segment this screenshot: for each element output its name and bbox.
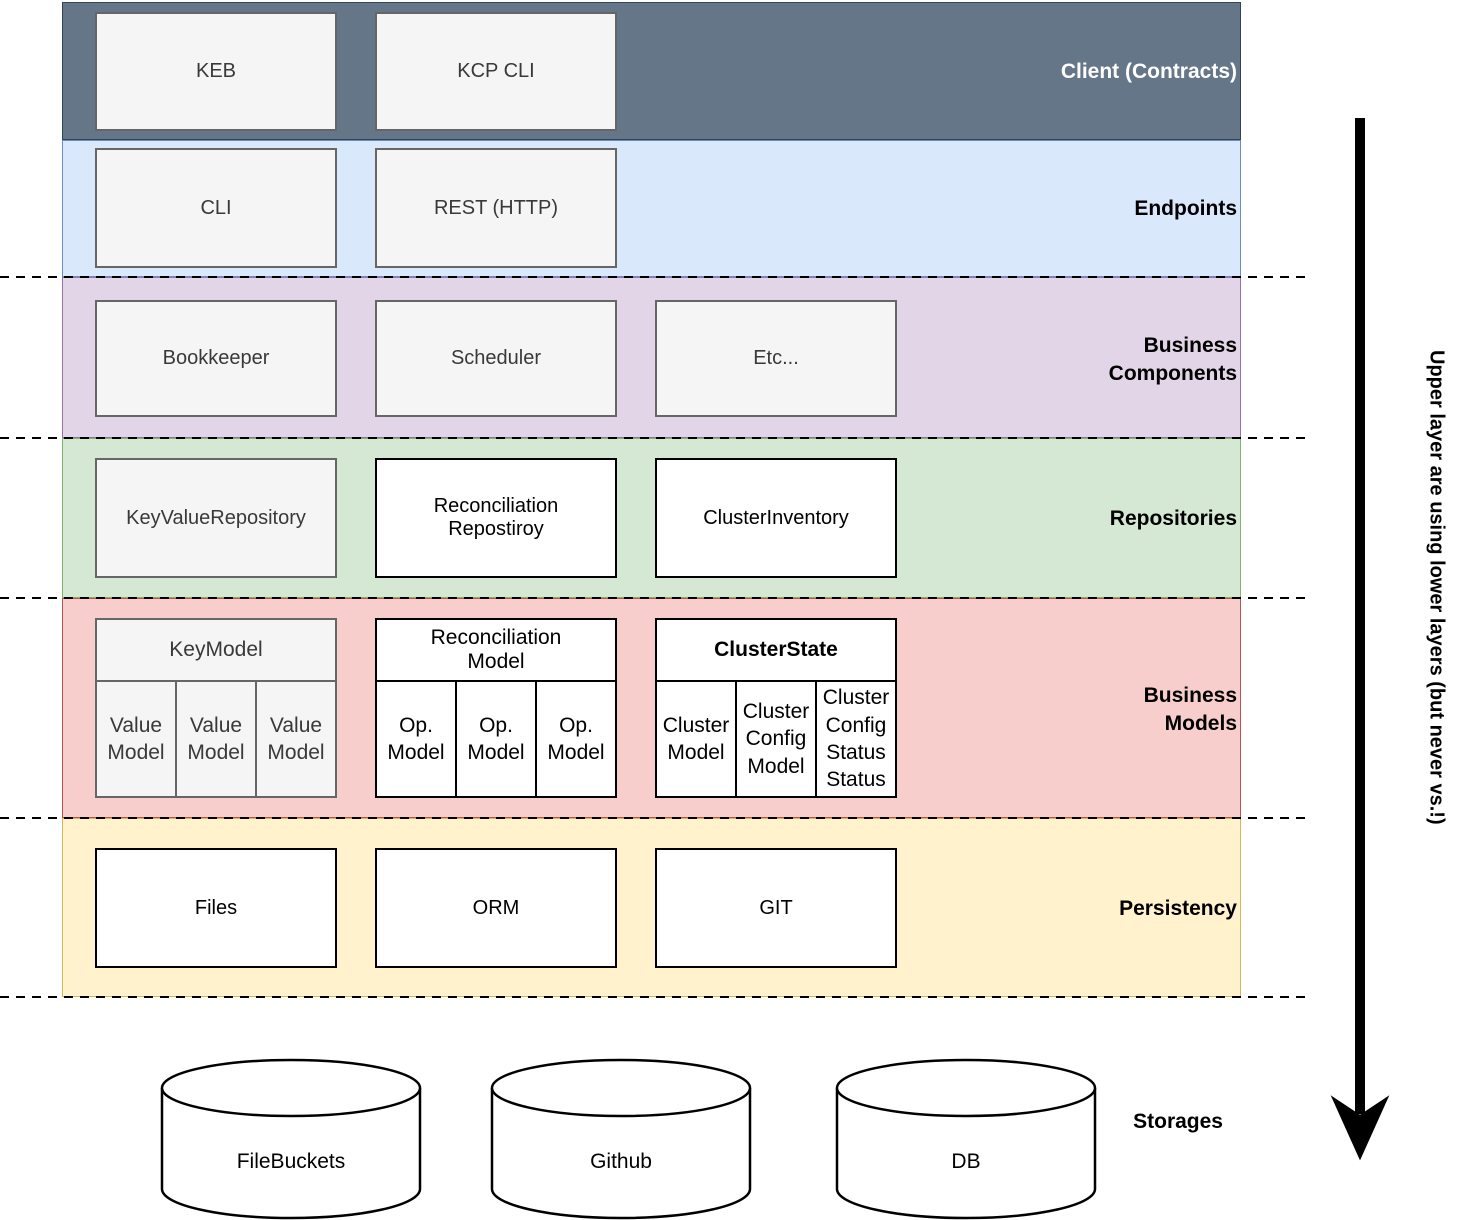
github-label: Github [590,1150,652,1173]
box-scheduler-label: Scheduler [450,347,542,369]
box-git: GIT [655,848,897,968]
table-reconciliation-model: Reconciliation Model Op. Model Op. Model… [375,618,617,798]
box-etc-label: Etc... [753,347,799,369]
cell-value-model: Value Model [107,713,165,764]
table-clusterstate-header: ClusterState [657,620,895,682]
box-keb: KEB [95,12,337,131]
box-clusterinventory-label: ClusterInventory [703,506,849,529]
cell-cluster-config-model: Cluster Config Model [735,682,815,796]
database-cylinder-icon [490,1058,752,1220]
box-reconciliation-repository: Reconciliation Repostiroy [375,458,617,578]
filebuckets-cylinder: FileBuckets [160,1058,422,1220]
cell-cluster-model: Cluster Model [662,713,730,764]
box-bookkeeper: Bookkeeper [95,300,337,417]
label-business-components: Business Components [1108,334,1237,385]
dashed-separator [0,996,1305,998]
downward-flow-arrow-icon [1330,118,1390,1161]
dashed-separator [0,276,1305,278]
box-reconciliation-repository-label: Reconciliation Repostiroy [433,495,559,540]
cell-op-model: Op. Model [455,682,535,796]
box-kcp-cli-label: KCP CLI [457,60,535,82]
cell-value-model: Value Model [255,682,335,796]
box-keb-label: KEB [195,60,237,82]
label-repositories: Repositories [1109,507,1237,530]
box-files: Files [95,848,337,968]
label-client-contracts: Client (Contracts) [1060,60,1237,83]
label-storages: Storages [1133,1110,1223,1133]
cell-cluster-config-status-status: Cluster Config Status Status [815,682,895,796]
dashed-separator [0,597,1305,599]
dashed-separator [0,817,1305,819]
table-keymodel: KeyModel Value Model Value Model Value M… [95,618,337,798]
box-rest-http: REST (HTTP) [375,148,617,268]
cell-op-model: Op. Model [535,682,615,796]
dashed-separator [0,437,1305,439]
cell-op-model: Op. Model [387,713,445,764]
db-cylinder: DB [835,1058,1097,1220]
cell-value-model: Value Model [175,682,255,796]
table-keymodel-header: KeyModel [97,620,335,682]
database-cylinder-icon [835,1058,1097,1220]
box-kcp-cli: KCP CLI [375,12,617,131]
box-cli: CLI [95,148,337,268]
table-clusterstate: ClusterState Cluster Model Cluster Confi… [655,618,897,798]
filebuckets-label: FileBuckets [236,1150,346,1173]
box-keyvaluerepository-label: KeyValueRepository [126,506,306,529]
box-keyvaluerepository: KeyValueRepository [95,458,337,578]
box-files-label: Files [194,896,238,919]
box-orm-label: ORM [472,896,520,919]
db-label: DB [951,1150,981,1173]
github-cylinder: Github [490,1058,752,1220]
label-business-models: Business Models [1143,684,1237,735]
label-persistency: Persistency [1119,897,1237,920]
table-reconciliation-model-header: Reconciliation Model [377,620,615,682]
database-cylinder-icon [160,1058,422,1220]
label-endpoints: Endpoints [1134,197,1237,220]
box-rest-http-label: REST (HTTP) [433,196,559,219]
box-orm: ORM [375,848,617,968]
box-scheduler: Scheduler [375,300,617,417]
box-etc: Etc... [655,300,897,417]
box-clusterinventory: ClusterInventory [655,458,897,578]
box-bookkeeper-label: Bookkeeper [162,347,270,369]
layering-rule-note: Upper layer are using lower layers (but … [1425,350,1448,825]
box-cli-label: CLI [200,196,232,219]
box-git-label: GIT [759,896,793,919]
